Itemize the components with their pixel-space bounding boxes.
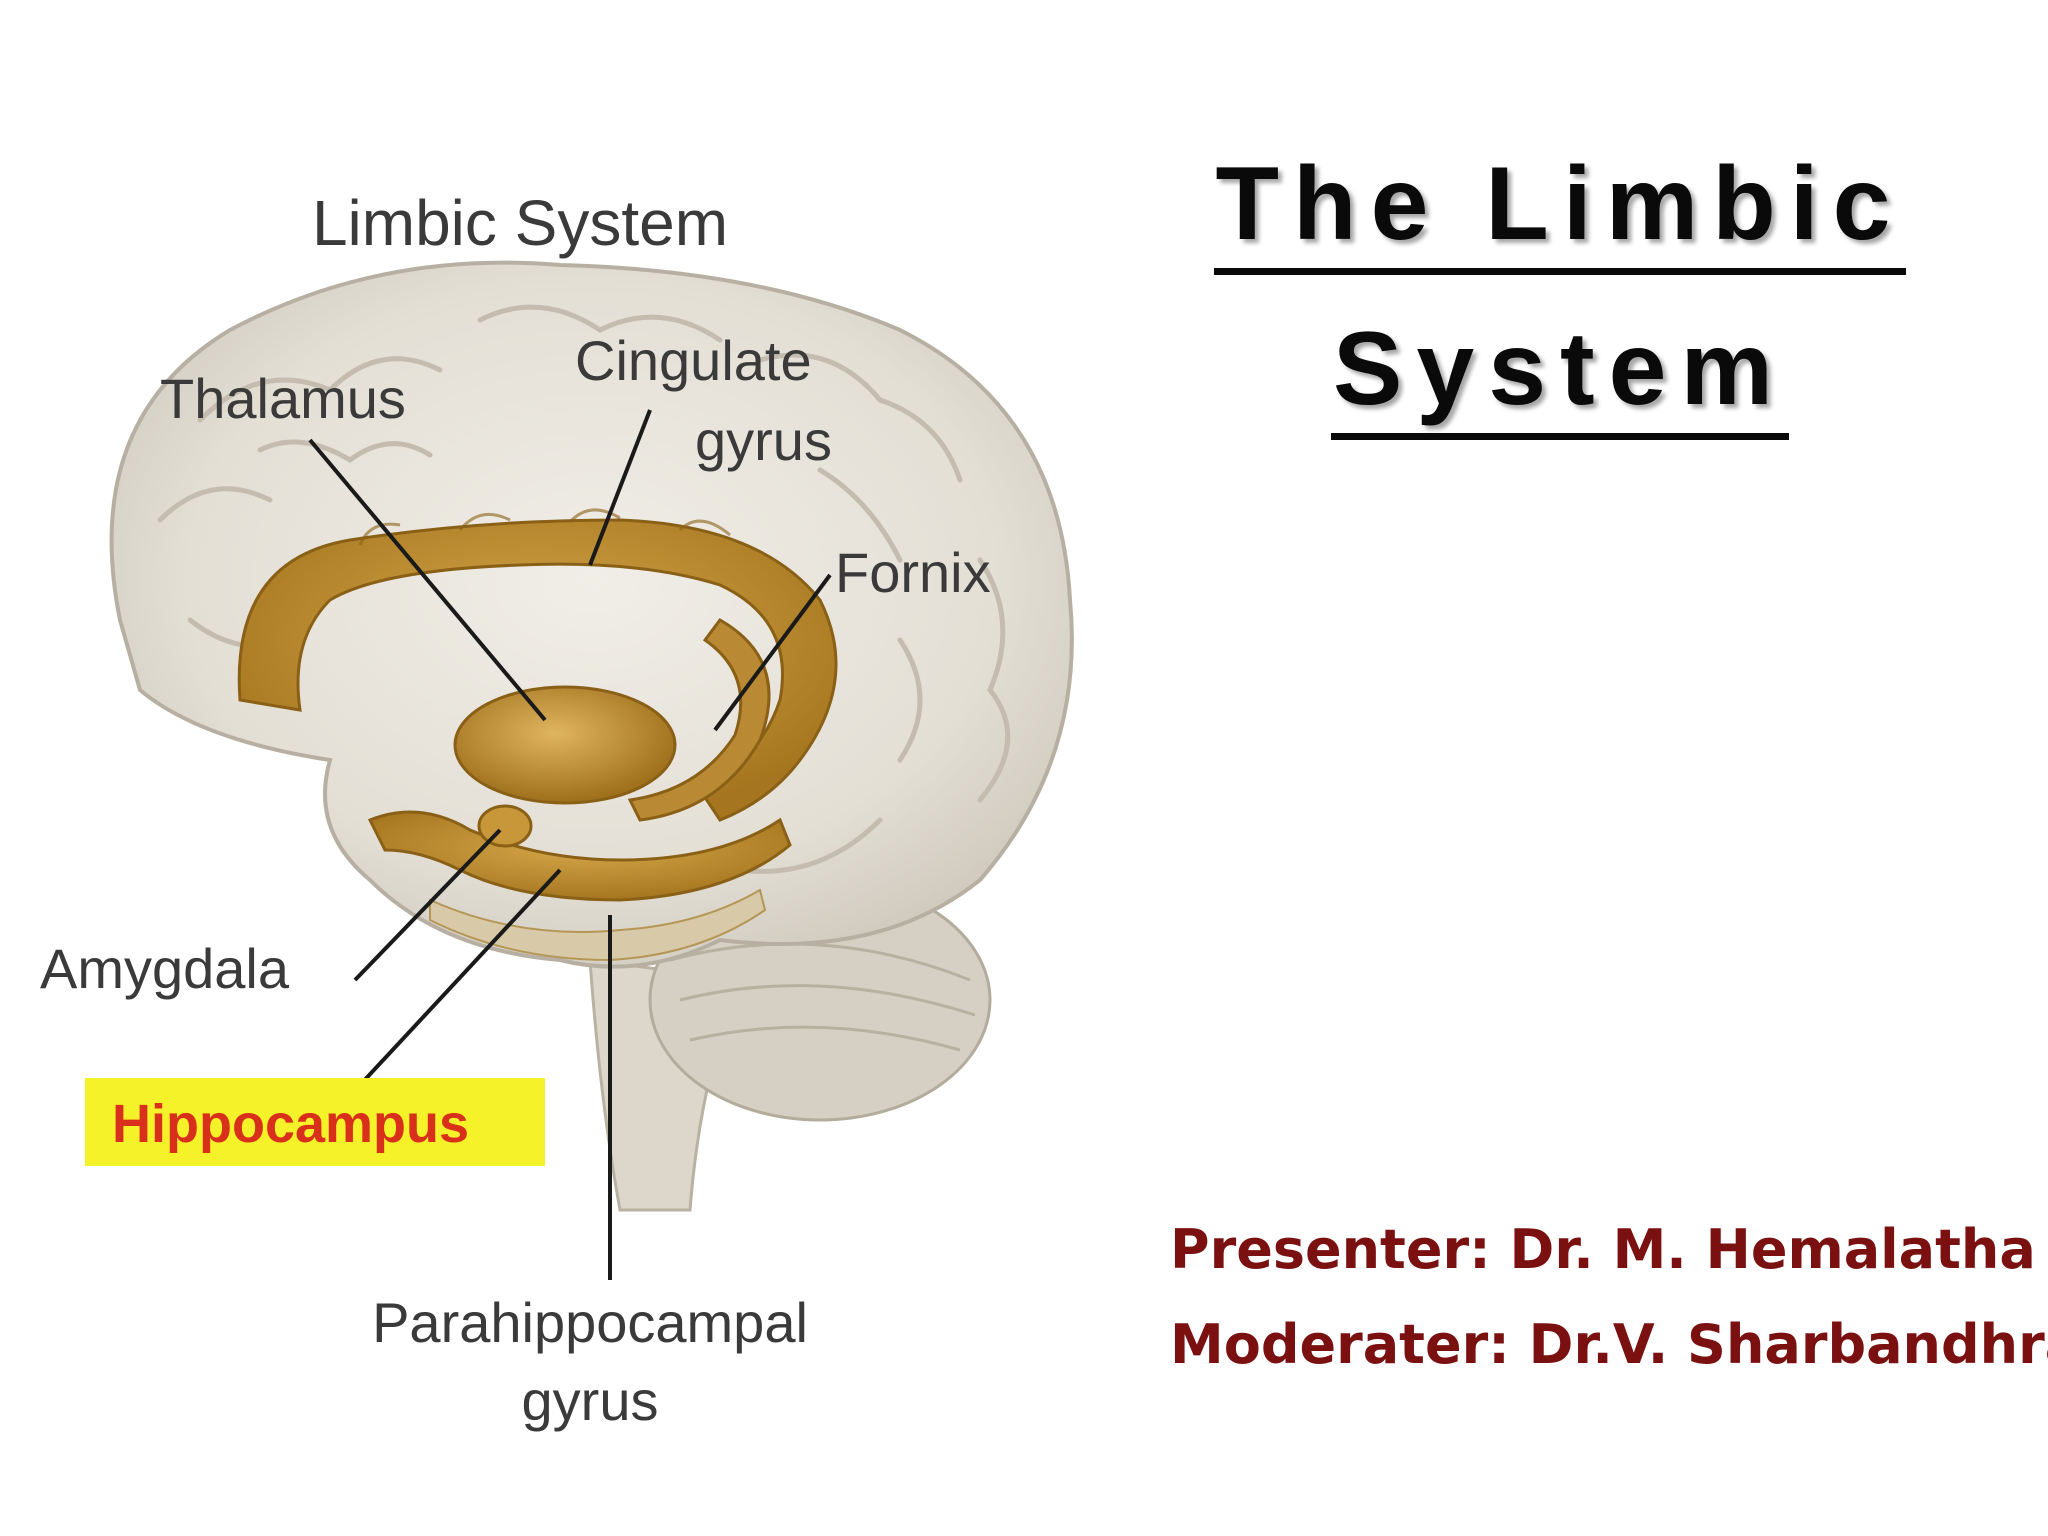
- amygdala: [477, 804, 533, 848]
- label-parahippocampal-line2: gyrus: [522, 1369, 659, 1432]
- cingulate-gyrus: [237, 518, 838, 822]
- fornix: [627, 618, 771, 822]
- limbic-system-figure: Limbic System Thalamus Cingulate gyrus F…: [40, 187, 1074, 1432]
- thalamus: [453, 685, 677, 805]
- brain-illustration: Limbic System Thalamus Cingulate gyrus F…: [40, 187, 1074, 1432]
- cerebrum: [109, 260, 1074, 969]
- label-thalamus: Thalamus: [160, 367, 406, 430]
- label-cingulate-line2: gyrus: [695, 409, 832, 472]
- label-amygdala: Amygdala: [40, 937, 290, 1000]
- amygdala-leader: [353, 828, 502, 982]
- leader-lines: [308, 409, 832, 1280]
- cingulate-leader: [588, 409, 652, 566]
- hippocampus-shape: [367, 810, 792, 902]
- slide-title-line1: The Limbic: [1213, 140, 1907, 275]
- fornix-leader: [713, 573, 832, 732]
- thalamus-leader: [308, 438, 547, 722]
- hippocampus-leader: [358, 868, 562, 1087]
- parahippocampal-gyrus: [429, 888, 767, 962]
- label-fornix: Fornix: [835, 541, 991, 604]
- label-hippocampus: Hippocampus: [112, 1094, 469, 1154]
- moderator-credit: Moderater: Dr.V. Sharbandhraj: [1170, 1313, 2048, 1376]
- slide-title: The Limbic System: [1180, 128, 1940, 458]
- hippocampus-highlight: [85, 1078, 545, 1166]
- gyri-folds: [157, 304, 1011, 874]
- label-cingulate-line1: Cingulate: [575, 329, 812, 392]
- presenter-credit: Presenter: Dr. M. Hemalatha: [1170, 1218, 2036, 1281]
- figure-heading: Limbic System: [312, 187, 728, 259]
- slide-title-line2: System: [1331, 305, 1789, 440]
- label-parahippocampal-line1: Parahippocampal: [372, 1291, 808, 1354]
